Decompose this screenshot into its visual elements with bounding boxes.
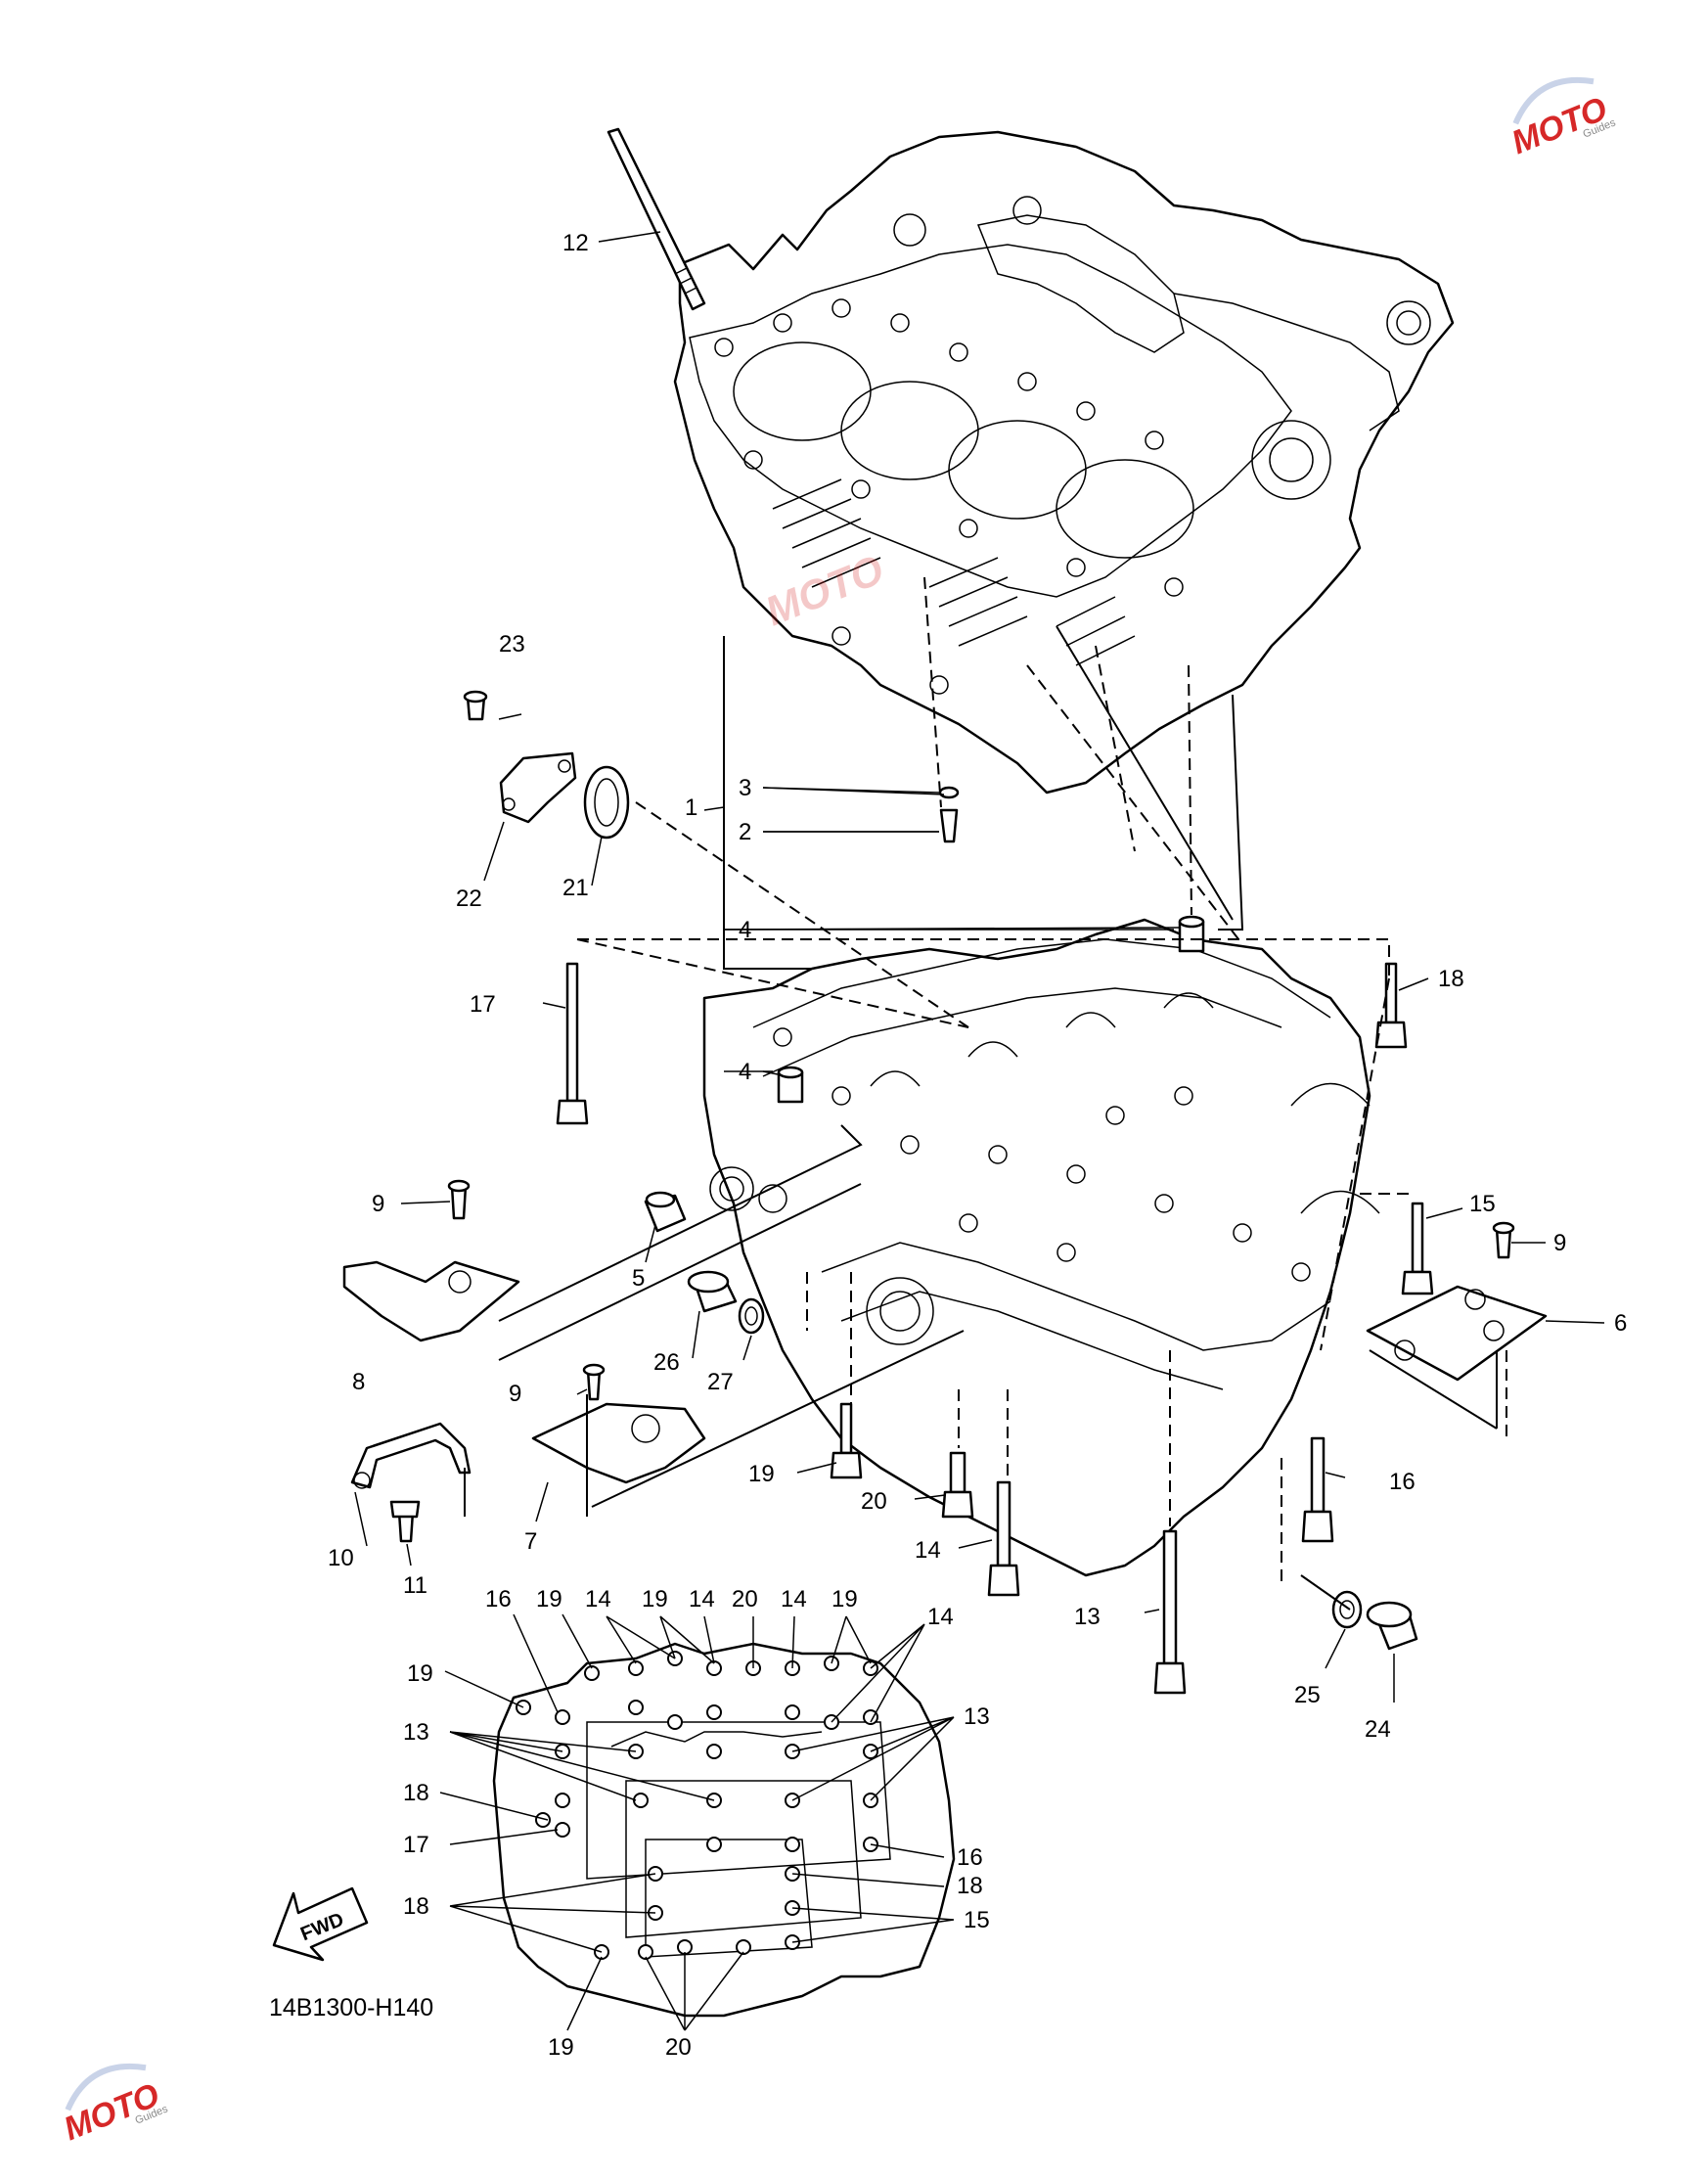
callout-9-lower: 9 [509, 1381, 521, 1407]
bolt-13 [1153, 1529, 1187, 1695]
bottom-view-labels: 16 19 14 19 14 20 14 19 14 19 13 13 18 1… [403, 1586, 990, 2061]
layout-callout-18-right: 18 [957, 1873, 983, 1899]
layout-callout-18-left: 18 [403, 1893, 429, 1920]
watermark-logo-top: MOTO Guides [1506, 76, 1618, 161]
bolt-20 [941, 1451, 974, 1519]
callout-22: 22 [456, 886, 482, 912]
screw-9a [1492, 1221, 1515, 1259]
callout-17: 17 [470, 991, 496, 1018]
layout-callout-20-top: 20 [732, 1586, 758, 1612]
layout-callout-17: 17 [403, 1832, 429, 1858]
plug-24 [1366, 1601, 1418, 1651]
plate-7 [531, 1402, 706, 1484]
oil-seal-21 [583, 765, 630, 840]
layout-callout-16-top: 16 [485, 1586, 512, 1612]
callout-7: 7 [524, 1528, 537, 1555]
bolt-15 [1401, 1202, 1434, 1295]
watermark-logo-bottom: MOTO Guides [59, 2063, 170, 2148]
plug-5 [644, 1191, 687, 1233]
bolt-18 [1374, 962, 1408, 1049]
layout-callout-19-b: 19 [642, 1586, 668, 1612]
assembly-dashed-lines [576, 576, 1507, 1585]
layout-callout-14-c: 14 [781, 1586, 807, 1612]
bolt-17 [556, 962, 589, 1125]
bolt-23 [463, 690, 488, 721]
bracket-22 [499, 751, 577, 824]
callout-10: 10 [328, 1545, 354, 1571]
callout-13: 13 [1074, 1604, 1101, 1630]
layout-callout-19-d: 19 [407, 1660, 433, 1687]
layout-callout-19-a: 19 [536, 1586, 562, 1612]
dowel-pin-4b [777, 1066, 804, 1104]
callout-21: 21 [562, 875, 589, 901]
diagram-code: 14B1300-H140 [269, 1994, 433, 2021]
washer-27 [738, 1297, 765, 1335]
bottom-view-leaders [439, 1613, 955, 2031]
callout-15: 15 [1469, 1191, 1496, 1217]
callout-20: 20 [861, 1488, 887, 1515]
callout-16: 16 [1389, 1469, 1416, 1495]
layout-callout-19-bottom: 19 [548, 2034, 574, 2061]
callout-6: 6 [1614, 1310, 1627, 1337]
layout-callout-14-d: 14 [927, 1604, 954, 1630]
layout-callout-15: 15 [964, 1907, 990, 1933]
fwd-arrow-icon: FWD [272, 1886, 369, 1962]
drain-plug-26 [687, 1270, 738, 1313]
lower-crankcase [702, 918, 1380, 1577]
washer-25 [1331, 1590, 1363, 1629]
callout-9-left: 9 [372, 1191, 384, 1217]
callout-23: 23 [499, 631, 525, 658]
callout-4-upper: 4 [739, 917, 751, 943]
layout-callout-16-right: 16 [957, 1844, 983, 1871]
callout-14: 14 [915, 1537, 941, 1564]
bolt-19 [830, 1402, 863, 1479]
callout-2: 2 [739, 819, 751, 845]
screw-9b [447, 1179, 471, 1220]
upper-crankcase [673, 130, 1455, 795]
clamp-10 [350, 1422, 472, 1489]
callout-26: 26 [653, 1349, 680, 1376]
callout-3: 3 [739, 775, 751, 801]
callout-4-lower: 4 [739, 1059, 751, 1085]
callout-27: 27 [707, 1369, 734, 1395]
crankcase-bottom-view [492, 1642, 956, 2018]
bracket-8 [342, 1260, 520, 1342]
callout-9-right: 9 [1553, 1230, 1566, 1256]
callout-labels: 12 23 22 21 1 3 2 4 4 17 18 5 15 9 6 9 9… [328, 230, 1627, 1743]
callout-8: 8 [352, 1369, 365, 1395]
callout-leaders [354, 231, 1605, 1703]
callout-24: 24 [1365, 1716, 1391, 1743]
callout-11: 11 [403, 1572, 427, 1599]
dowel-pin-4a [1178, 915, 1205, 953]
layout-callout-13-left: 13 [403, 1719, 429, 1746]
callout-19: 19 [748, 1461, 775, 1487]
callout-5: 5 [632, 1265, 645, 1292]
callout-18: 18 [1438, 966, 1464, 992]
layout-callout-14-b: 14 [689, 1586, 715, 1612]
layout-callout-13-right: 13 [964, 1703, 990, 1730]
layout-callout-14-a: 14 [585, 1586, 611, 1612]
layout-callout-19-c: 19 [832, 1586, 858, 1612]
bolt-14 [987, 1480, 1020, 1597]
cover-plate-6 [1366, 1285, 1548, 1382]
screw-9c [582, 1363, 606, 1401]
layout-callout-18-a: 18 [403, 1780, 429, 1806]
oring-3 [938, 786, 960, 799]
nozzle-2 [939, 808, 959, 843]
stud-bolt-12 [607, 127, 706, 311]
bolt-16 [1301, 1436, 1334, 1543]
bolt-11 [389, 1500, 421, 1543]
callout-25: 25 [1294, 1682, 1321, 1708]
callout-1: 1 [685, 795, 697, 821]
callout-12: 12 [562, 230, 589, 256]
layout-callout-20-bottom: 20 [665, 2034, 692, 2061]
